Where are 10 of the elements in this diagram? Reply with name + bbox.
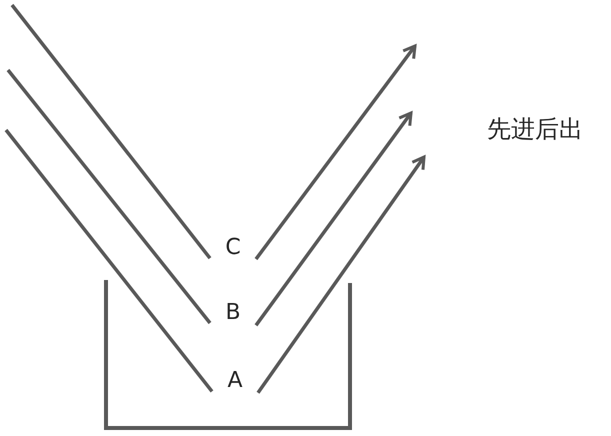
note-text: 先进后出 <box>487 117 583 141</box>
line <box>4 128 214 392</box>
item-letter: A <box>212 366 258 396</box>
line <box>6 68 212 324</box>
item-letter: C <box>210 233 256 263</box>
arrow <box>254 44 416 260</box>
arrow <box>256 156 426 394</box>
item-letter: B <box>210 298 256 328</box>
line <box>10 4 212 260</box>
arrow <box>254 112 412 326</box>
